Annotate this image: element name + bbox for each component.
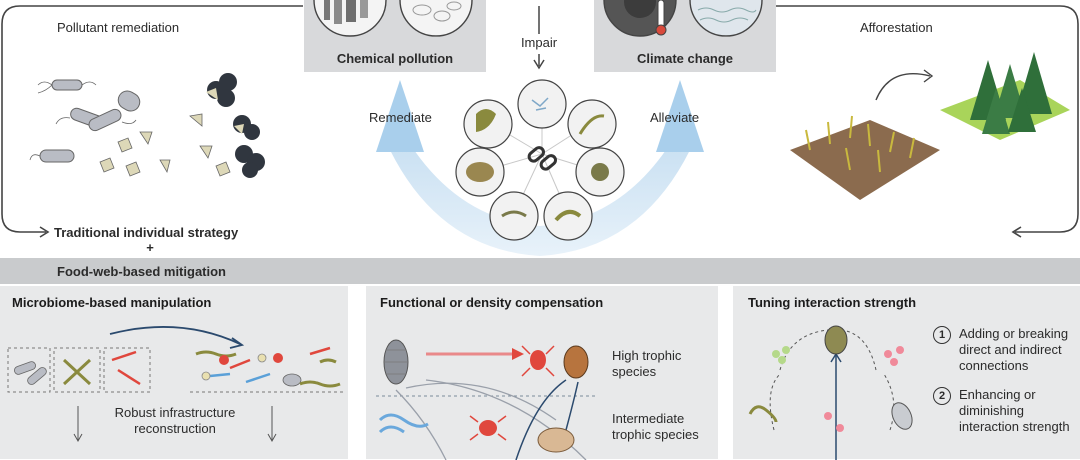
- tuning-item-1-text: Adding or breaking direct and indirect c…: [959, 326, 1069, 373]
- step-number-2: 2: [933, 387, 951, 405]
- strategy-plus: +: [146, 240, 154, 255]
- food-web-cluster: [455, 79, 625, 241]
- robust-reconstruction-caption: Robust infrastructure reconstruction: [114, 405, 236, 436]
- afforestation-label: Afforestation: [860, 20, 933, 35]
- species-circle: [489, 191, 539, 241]
- tuning-illustration: [748, 325, 913, 460]
- compensation-panel: [366, 286, 718, 459]
- remediate-label: Remediate: [369, 110, 432, 125]
- compensation-title: Functional or density compensation: [380, 295, 604, 310]
- species-circle: [543, 191, 593, 241]
- beetle-icon: [824, 325, 848, 355]
- mite-icon: [530, 350, 546, 370]
- alleviate-label: Alleviate: [650, 110, 700, 125]
- tuning-panel: [733, 286, 1080, 459]
- climate-change-label: Climate change: [636, 51, 734, 66]
- food-web-mitigation-label: Food-web-based mitigation: [57, 264, 226, 279]
- tuning-item-2: 2 Enhancing or diminishing interaction s…: [933, 387, 1079, 435]
- microbes-pollutants: [29, 73, 265, 178]
- microbiome-panel: [0, 286, 348, 459]
- tuning-title: Tuning interaction strength: [748, 295, 917, 310]
- microbiome-illustration: [7, 326, 345, 443]
- pollutant-remediation-label: Pollutant remediation: [57, 20, 180, 35]
- compensation-illustration: [376, 339, 596, 460]
- species-circle: [567, 99, 617, 149]
- chemical-pollution-label: Chemical pollution: [336, 51, 454, 66]
- traditional-strategy-label: Traditional individual strategy: [54, 225, 239, 240]
- step-number-1: 1: [933, 326, 951, 344]
- beetle-icon: [563, 345, 589, 379]
- intermediate-trophic-label: Intermediate trophic species: [612, 411, 699, 442]
- food-web-band: [0, 258, 1080, 284]
- impair-arrow: [533, 6, 545, 70]
- impair-label: Impair: [520, 35, 558, 50]
- microbiome-title: Microbiome-based manipulation: [12, 295, 212, 310]
- climate-change-icons: [603, 0, 763, 37]
- broken-link-icon: [527, 146, 558, 171]
- afforestation-illustration: [790, 52, 1070, 200]
- tuning-item-2-text: Enhancing or diminishing interaction str…: [959, 387, 1070, 434]
- top-frame: [1, 5, 1079, 238]
- tuning-item-1: 1 Adding or breaking direct and indirect…: [933, 326, 1079, 374]
- high-trophic-label: High trophic species: [612, 348, 682, 379]
- chemical-pollution-icons: [313, 0, 473, 37]
- blue-arc-arrows: [376, 80, 704, 256]
